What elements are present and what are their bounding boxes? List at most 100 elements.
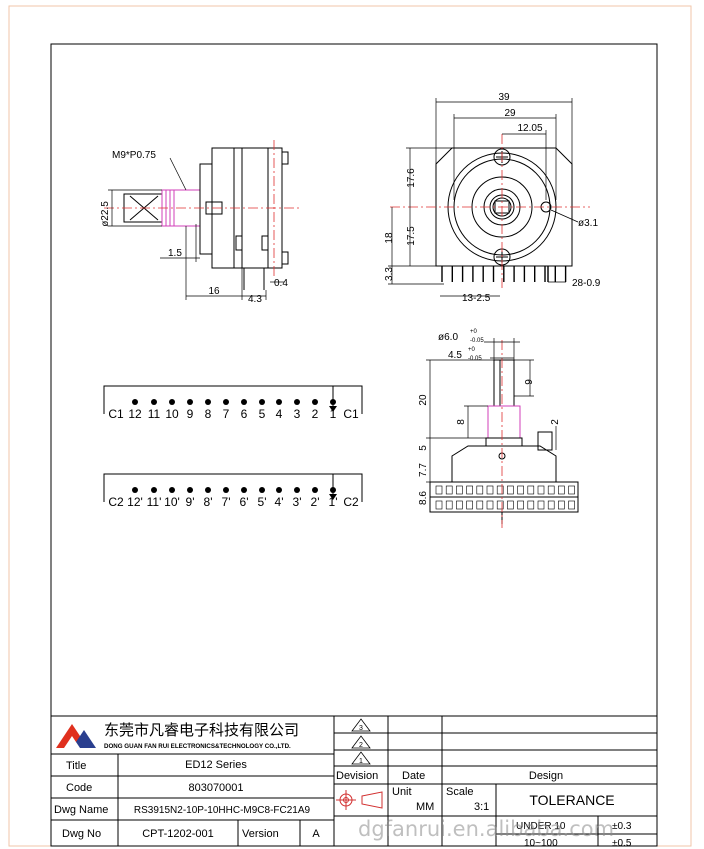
row1-contact-label: C1 bbox=[108, 407, 124, 421]
terminal-mark bbox=[537, 485, 545, 495]
row2-contact-label: 3' bbox=[293, 495, 302, 509]
company-name-en: DONG GUAN FAN RUI ELECTRONICS&TECHNOLOGY… bbox=[104, 743, 291, 750]
dim-1325-label: 13-2.5 bbox=[462, 293, 491, 304]
terminal-mark bbox=[435, 485, 443, 495]
dim-176-label: 17.6 bbox=[406, 168, 417, 188]
row1-contact-label: 5 bbox=[259, 407, 266, 421]
leader-31 bbox=[550, 209, 579, 223]
shaft-terminal-marks bbox=[435, 485, 575, 510]
dim-33-label: 3.3 bbox=[384, 267, 395, 281]
terminal-mark bbox=[558, 485, 565, 495]
row1-contact-dot bbox=[276, 399, 282, 405]
dim-18-label: 18 bbox=[384, 232, 395, 244]
row2-contact-label: 5' bbox=[258, 495, 267, 509]
revision-label: Devision bbox=[336, 770, 378, 782]
row1-wiper-arrow bbox=[329, 406, 337, 412]
dim-16-label: 16 bbox=[208, 286, 220, 297]
unit-value: MM bbox=[416, 801, 434, 813]
terminal-mark bbox=[476, 485, 484, 495]
rev-triangle-2 bbox=[351, 735, 371, 749]
row1-contact-dot bbox=[259, 399, 265, 405]
title-value: ED12 Series bbox=[185, 759, 247, 771]
dim-9-label: 9 bbox=[524, 379, 535, 385]
bushing-front bbox=[487, 405, 521, 439]
terminal-mark bbox=[568, 485, 575, 495]
terminal-mark bbox=[445, 485, 453, 495]
row2-contact-dot bbox=[312, 487, 318, 493]
terminal-mark bbox=[456, 485, 463, 495]
row1-contact-label: 4 bbox=[276, 407, 283, 421]
terminal-mark bbox=[507, 485, 514, 495]
dim-43-label: 4.3 bbox=[248, 294, 262, 305]
row1-contact-label: 6 bbox=[241, 407, 248, 421]
row2-contact-label: 11' bbox=[147, 495, 162, 509]
row2-wiper-arrow bbox=[329, 494, 337, 500]
terminal-mark bbox=[456, 500, 463, 510]
row1-contact-label: 1 bbox=[330, 407, 337, 421]
terminal-mark bbox=[435, 500, 443, 510]
terminal-clip-2 bbox=[261, 235, 269, 251]
version-value: A bbox=[312, 828, 320, 840]
row2-contact-dot bbox=[241, 487, 247, 493]
row2-contact-dot bbox=[259, 487, 265, 493]
dim-39-label: 39 bbox=[498, 92, 510, 103]
row2-contact-label: 10' bbox=[164, 495, 180, 509]
dim-dia-label: ø22.5 bbox=[100, 201, 111, 227]
rev-triangle-1 bbox=[351, 751, 371, 765]
row1-contact-label: 11 bbox=[148, 407, 161, 421]
outer-sheet-border bbox=[8, 5, 692, 847]
dim-77-label: 7.7 bbox=[418, 463, 429, 477]
terminal-clip-1 bbox=[235, 235, 243, 251]
dim-2809-label: 28-0.9 bbox=[572, 278, 601, 289]
dim-20-label: 20 bbox=[418, 394, 429, 406]
thread-label: M9*P0.75 bbox=[112, 150, 156, 161]
terminal-mark bbox=[517, 500, 524, 510]
range-value: ±0.5 bbox=[612, 838, 632, 849]
under10-label: UNDER 10 bbox=[516, 821, 566, 832]
thread-leader bbox=[169, 157, 187, 191]
dim-86-label: 8.6 bbox=[418, 491, 429, 505]
row1-contact-label: 8 bbox=[205, 407, 212, 421]
row2-contact-label: 6' bbox=[240, 495, 249, 509]
dim-45-label: 4.5 bbox=[448, 350, 462, 361]
dim-175-label: 17.5 bbox=[406, 226, 417, 246]
row2-contact-dot bbox=[169, 487, 175, 493]
side-view-dimensions bbox=[108, 157, 284, 300]
terminal-mark bbox=[517, 485, 524, 495]
company-name-cn: 东莞市凡睿电子科技有限公司 bbox=[104, 721, 299, 739]
terminal-mark bbox=[496, 485, 504, 495]
row2-contact-dot bbox=[223, 487, 229, 493]
terminal-mark bbox=[445, 500, 453, 510]
rev-mark-2: 2 bbox=[359, 742, 363, 749]
dwg-no-label: Dwg No bbox=[62, 828, 101, 840]
dim-2-label: 2 bbox=[550, 419, 561, 425]
under10-value: ±0.3 bbox=[612, 821, 632, 832]
dim-29-label: 29 bbox=[504, 108, 516, 119]
projection-symbol bbox=[336, 790, 383, 810]
row2-contact-dot bbox=[187, 487, 193, 493]
dwg-name-label: Dwg Name bbox=[54, 804, 108, 816]
stop-tab bbox=[537, 431, 553, 451]
row2-contact-dot bbox=[132, 487, 138, 493]
dim-d6-label: ø6.0 bbox=[438, 332, 458, 343]
title-block-grid bbox=[50, 715, 658, 847]
title-label: Title bbox=[66, 760, 86, 772]
row1-contact-label: 9 bbox=[187, 407, 194, 421]
row1-contact-dot bbox=[132, 399, 138, 405]
shaft-view-dimensions bbox=[426, 338, 557, 512]
bushing-base bbox=[485, 437, 523, 447]
dim-5-label: 5 bbox=[418, 445, 429, 451]
row2-contact-label: 7' bbox=[222, 495, 231, 509]
dim-d6-tol-bot: -0.05 bbox=[470, 338, 484, 344]
date-label: Date bbox=[402, 770, 425, 782]
row1-contact-dot bbox=[294, 399, 300, 405]
rear-nut-bottom bbox=[281, 251, 289, 265]
lower-body bbox=[451, 445, 557, 483]
terminal-mark bbox=[507, 500, 514, 510]
row1-contact-label: 2 bbox=[312, 407, 319, 421]
row2-contact-label: 9' bbox=[186, 495, 195, 509]
rev-triangle-3 bbox=[351, 718, 371, 732]
